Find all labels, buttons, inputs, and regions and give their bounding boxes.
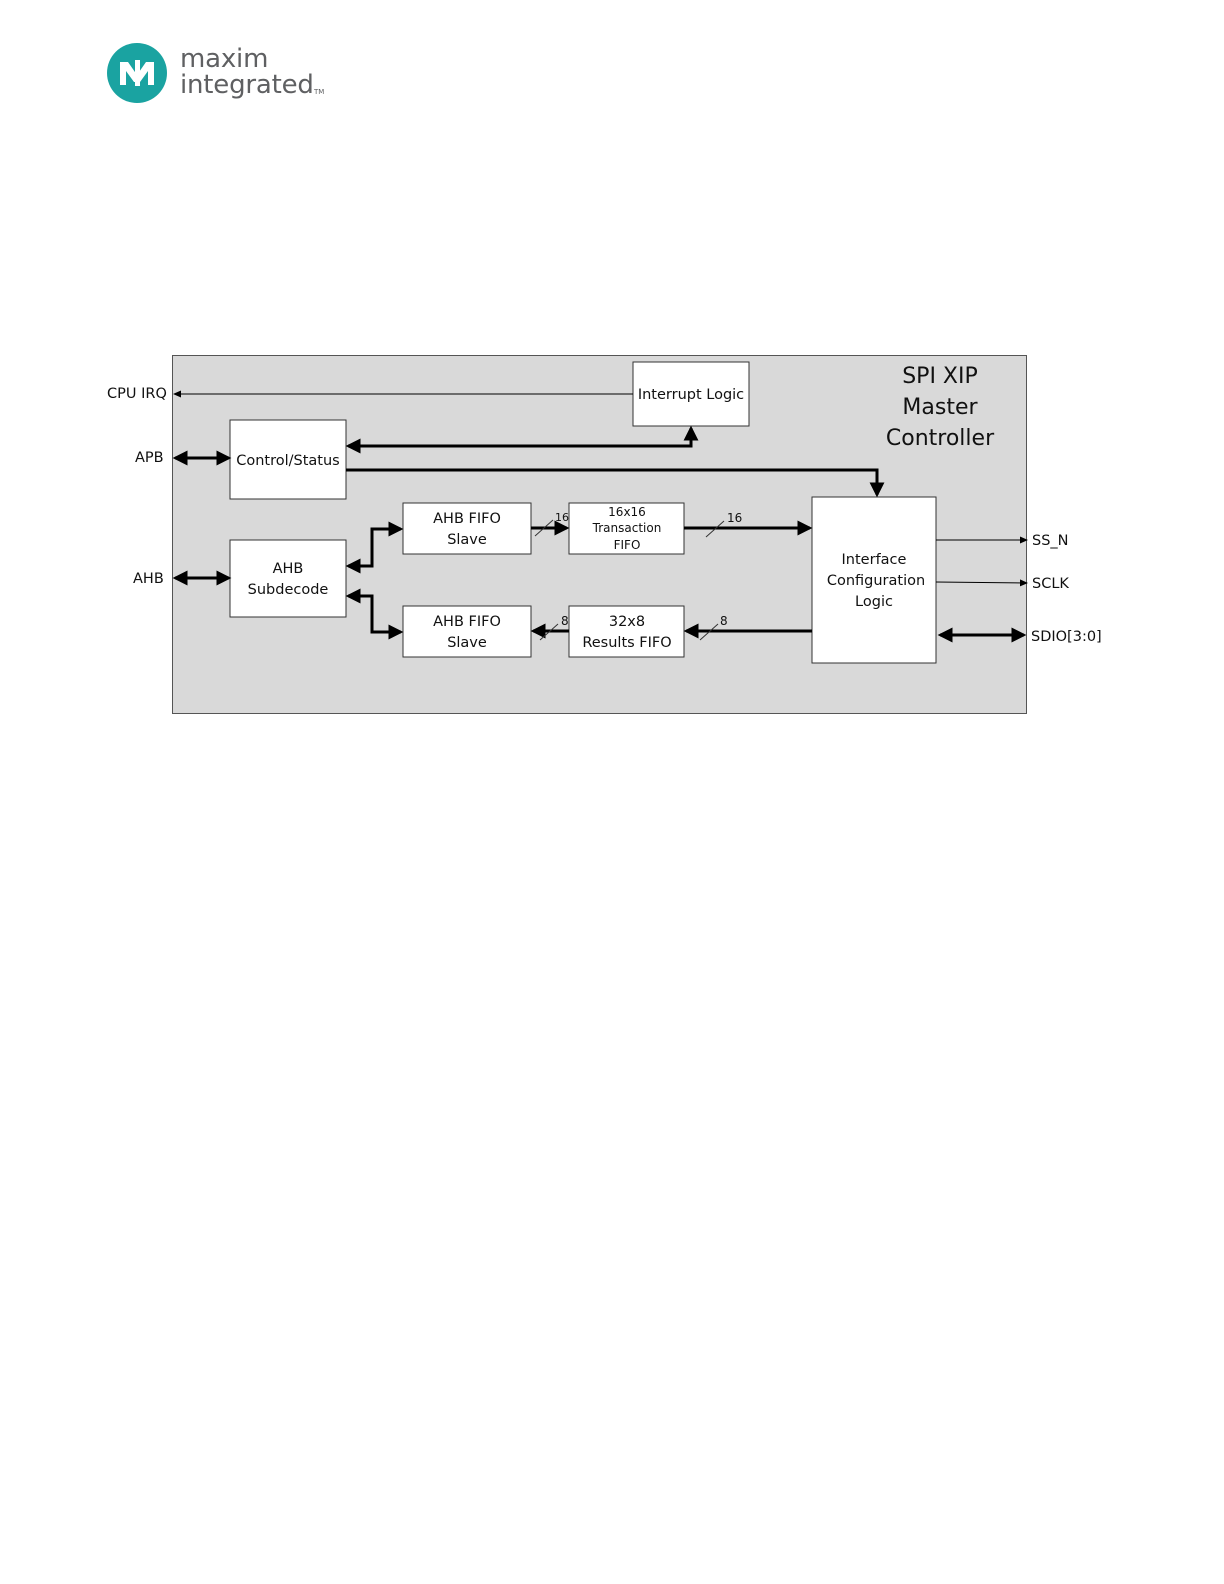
- ahb-label: AHB: [133, 571, 164, 587]
- ahb-subdecode-label-1: AHB: [273, 561, 304, 577]
- interface-config-label-2: Configuration: [827, 573, 925, 589]
- ahb-subdecode-block: [230, 540, 346, 617]
- ss-n-label: SS_N: [1032, 533, 1069, 549]
- cpu-irq-label: CPU IRQ: [107, 386, 167, 402]
- results-fifo-label-1: 32x8: [609, 614, 645, 630]
- diagram-title-line-3: Controller: [886, 426, 995, 451]
- ahb-fifo-slave-bottom-label-1: AHB FIFO: [433, 614, 501, 630]
- ahb-fifo-slave-top-label-2: Slave: [447, 532, 487, 548]
- diagram-title-line-1: SPI XIP: [902, 364, 978, 389]
- transaction-fifo-label-3: FIFO: [614, 538, 641, 552]
- control-status-label: Control/Status: [236, 453, 340, 469]
- interface-config-label-3: Logic: [855, 594, 893, 610]
- sdio-label: SDIO[3:0]: [1031, 629, 1102, 645]
- width-label-results-slave: 8: [561, 614, 569, 628]
- ahb-fifo-slave-bottom-label-2: Slave: [447, 635, 487, 651]
- apb-label: APB: [135, 450, 164, 466]
- ahb-fifo-slave-top-label-1: AHB FIFO: [433, 511, 501, 527]
- transaction-fifo-label-2: Transaction: [592, 521, 662, 535]
- transaction-fifo-label-1: 16x16: [608, 505, 646, 519]
- diagram-title-line-2: Master: [902, 395, 978, 420]
- sclk-label: SCLK: [1032, 576, 1069, 592]
- width-label-interface-results: 8: [720, 614, 728, 628]
- ahb-subdecode-label-2: Subdecode: [248, 582, 329, 598]
- width-label-slave-transaction: 16: [555, 511, 569, 524]
- interrupt-logic-label: Interrupt Logic: [638, 387, 744, 403]
- results-fifo-label-2: Results FIFO: [582, 635, 671, 651]
- width-label-transaction-interface: 16: [727, 511, 742, 525]
- interface-config-label-1: Interface: [842, 552, 907, 568]
